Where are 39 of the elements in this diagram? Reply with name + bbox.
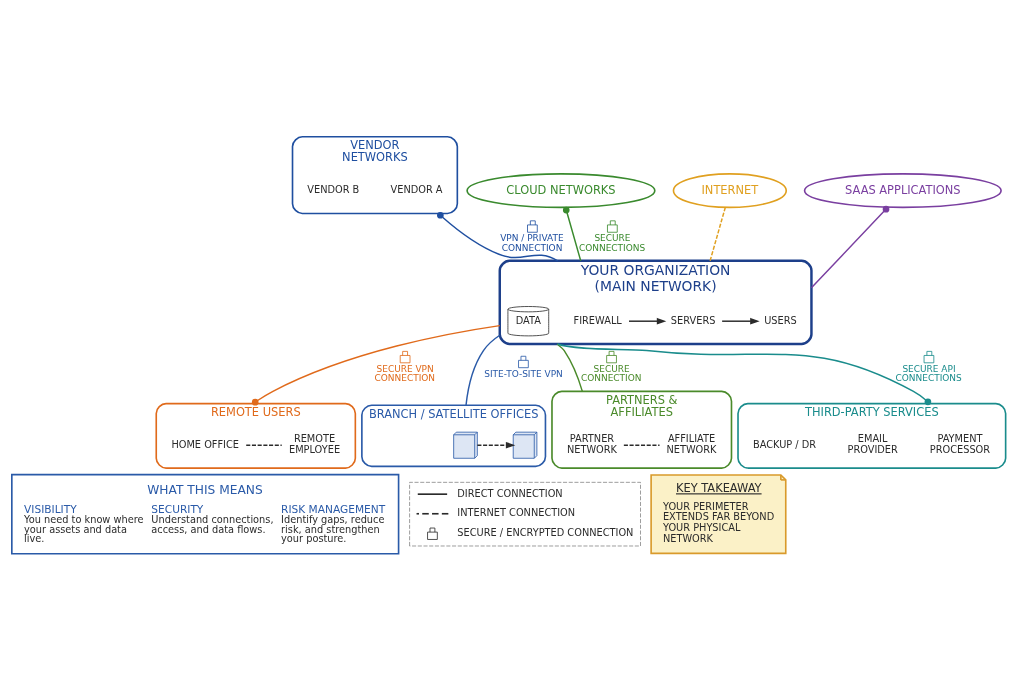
node-text: VENDOR A: [390, 183, 443, 195]
connector: [437, 211, 559, 262]
node-text: AFFILIATE NETWORK: [666, 432, 717, 455]
edge-label: SECURE CONNECTIONS: [578, 232, 646, 253]
node-ellipse: CLOUD NETWORKS: [466, 172, 656, 208]
node-text: USERS: [764, 314, 797, 326]
edge-label: VPN / PRIVATE CONNECTION: [500, 232, 564, 253]
node-text: EMAIL PROVIDER: [847, 432, 898, 455]
connector: [251, 324, 501, 405]
connector: [245, 444, 283, 446]
arrow: [476, 441, 516, 449]
edge-label: SITE-TO-SITE VPN: [484, 368, 563, 379]
node-text: BACKUP / DR: [752, 438, 817, 450]
node-box: WHAT THIS MEANS VISIBILITY You need to know where your assets and data live. SECURITY Understand connections, access, and data flows. RISK MANAGEMENT Identify gaps, reduce risk, and strengthen your posture.: [11, 473, 400, 555]
connector: [556, 342, 617, 392]
cluster: BRANCH / SATELLITE OFFICES: [361, 403, 547, 467]
connector: [623, 444, 661, 446]
connector: [810, 205, 890, 288]
node-text: SERVERS: [670, 314, 716, 326]
edge-label: SECURE CONNECTION: [580, 363, 642, 383]
arrow: [628, 317, 667, 324]
connector: [709, 206, 726, 262]
connector: [562, 206, 618, 262]
node-text: PARTNER NETWORK: [566, 432, 617, 455]
edge-label: SECURE API CONNECTIONS: [895, 363, 962, 383]
node-text: VENDOR B: [307, 183, 360, 195]
edge-label: SECURE VPN CONNECTION: [374, 363, 436, 383]
node-text: HOME OFFICE: [171, 438, 240, 450]
legend-label: INTERNET CONNECTION: [457, 506, 576, 518]
node-text: REMOTE EMPLOYEE: [288, 432, 341, 455]
node-text: FIREWALL: [573, 314, 622, 326]
legend-label: DIRECT CONNECTION: [457, 487, 563, 499]
node-ellipse: SAAS APPLICATIONS: [803, 172, 1002, 208]
arrow: [721, 317, 760, 324]
node-ellipse: INTERNET: [672, 172, 788, 208]
connector: [465, 334, 529, 406]
node-text: PAYMENT PROCESSOR: [929, 432, 991, 455]
connector: [556, 342, 935, 405]
legend-label: SECURE / ENCRYPTED CONNECTION: [457, 526, 634, 538]
